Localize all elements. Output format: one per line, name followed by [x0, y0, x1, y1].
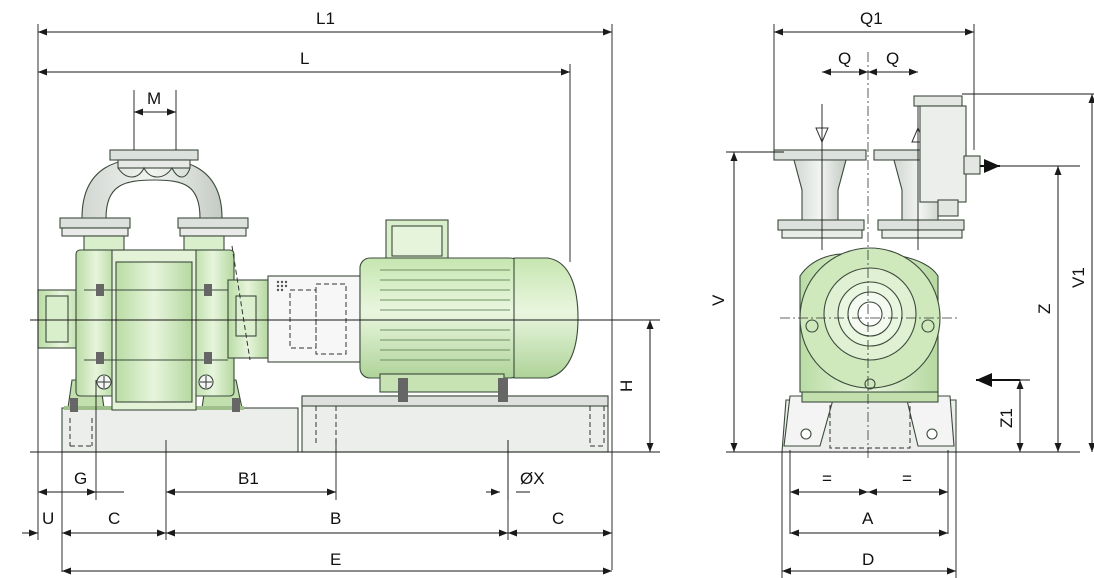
dim-label-G: G [74, 469, 87, 488]
dim-label-M: M [147, 89, 161, 108]
side-view [30, 149, 660, 453]
dim-label-eq-right: = [902, 469, 912, 488]
anchor-bolts [70, 284, 508, 412]
dim-label-B: B [330, 509, 341, 528]
dim-label-Q1: Q1 [860, 9, 883, 28]
vent-dots [276, 280, 288, 292]
dim-label-C-left: C [108, 509, 120, 528]
dim-label-eq-left: = [822, 469, 832, 488]
motor-fins [380, 269, 510, 361]
dim-label-Z: Z [1035, 304, 1054, 314]
pump-housing-left [37, 249, 117, 397]
manifold [59, 149, 249, 251]
front-view-dimensions: Q1 Q Q V V1 Z Z1 = = A D [709, 9, 1094, 578]
dim-label-A: A [862, 509, 874, 528]
dim-label-V: V [709, 294, 728, 306]
dim-label-V1: V1 [1069, 267, 1088, 288]
coupling-guard [267, 275, 380, 363]
pump-body [84, 245, 251, 411]
dim-label-B1: B1 [238, 469, 259, 488]
dim-label-Q-left: Q [838, 49, 851, 68]
dim-label-L1: L1 [316, 9, 335, 28]
front-separator [913, 93, 1094, 217]
front-base [781, 391, 957, 453]
pump-housing-right [191, 249, 269, 397]
dim-label-C-right: C [552, 509, 564, 528]
baseplate [61, 395, 609, 453]
dim-label-L: L [300, 49, 309, 68]
side-view-dimensions: L1 L M H G B1 ØX U C B C E [22, 9, 660, 575]
dim-label-U: U [42, 509, 54, 528]
dim-label-D: D [862, 550, 874, 569]
dim-label-Q-right: Q [886, 49, 899, 68]
dim-label-X: ØX [520, 469, 545, 488]
dim-label-Z1: Z1 [997, 408, 1016, 428]
dim-label-E: E [330, 550, 341, 569]
dim-label-H: H [617, 380, 636, 392]
front-view [773, 52, 1094, 460]
front-pump-body [799, 247, 941, 393]
motor [359, 219, 579, 393]
